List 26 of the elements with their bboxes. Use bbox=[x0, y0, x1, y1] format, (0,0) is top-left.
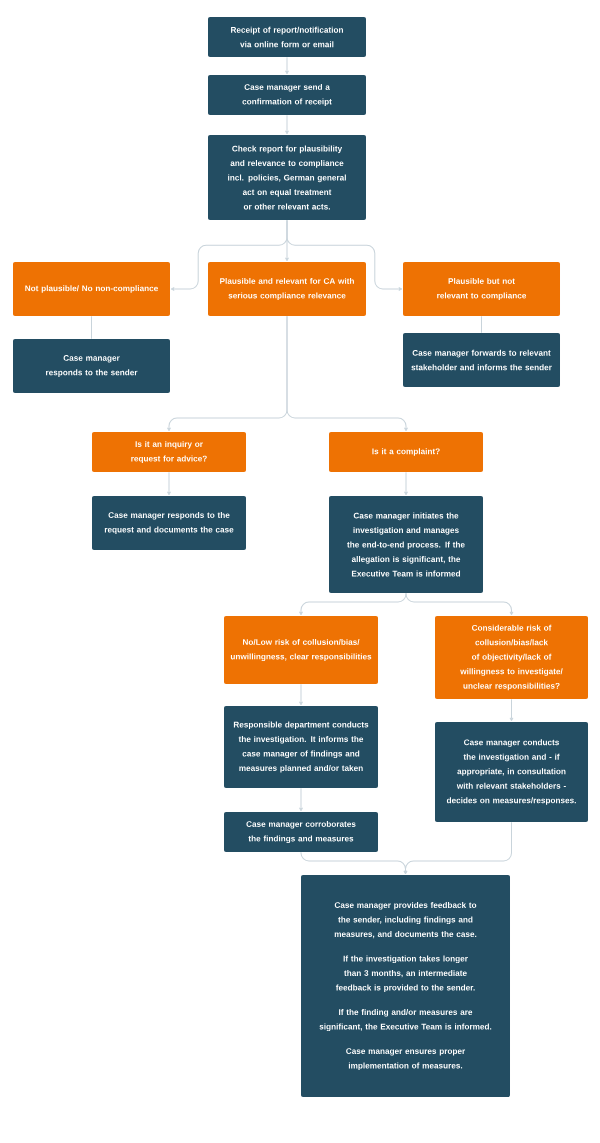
arrow bbox=[509, 698, 514, 722]
connector-line bbox=[481, 315, 482, 334]
decision-box: Is it a complaint? bbox=[329, 432, 483, 472]
process-box: Case manager conducts the investigation and - if appropriate, in consultation with relevant stakeholders - decides on measures/responses. bbox=[435, 722, 588, 822]
decision-box: Is it an inquiry or request for advice? bbox=[92, 432, 246, 472]
decision-box: Considerable risk of collusion/bias/lack of objectivity/lack of willingness to investigate/ unclear responsibilities? bbox=[435, 616, 588, 699]
decision-box: Plausible and relevant for CA with serious compliance relevance bbox=[208, 262, 366, 316]
decision-box: Plausible but not relevant to compliance bbox=[403, 262, 560, 316]
process-box: Case manager provides feedback to the sender, including findings and measures, and documents the case. If the investigation takes longer than 3 months, an intermediate feedback is provided to the sender. If the finding and/or measures are significant, the Executive Team is informed. Case manager ensures proper implementation of measures. bbox=[301, 875, 510, 1097]
process-box: Case manager send a confirmation of receipt bbox=[208, 75, 366, 115]
connector-line bbox=[91, 315, 92, 340]
arrow bbox=[286, 315, 408, 432]
process-box: Case manager forwards to relevant stakeholder and informs the sender bbox=[403, 333, 560, 387]
process-box: Case manager responds to the sender bbox=[13, 339, 170, 393]
decision-box: No/Low risk of collusion/bias/ unwillingness, clear responsibilities bbox=[224, 616, 378, 684]
arrow bbox=[403, 821, 512, 875]
arrow bbox=[286, 219, 403, 291]
process-box: Case manager responds to the request and documents the case bbox=[92, 496, 246, 550]
process-box: Receipt of report/notification via online form or email bbox=[208, 17, 366, 57]
process-box: Check report for plausibility and relevance to compliance incl. policies, German general act on equal treatment or other relevant acts. bbox=[208, 135, 366, 220]
process-box: Responsible department conducts the investigation. It informs the case manager of findings and measures planned and/or taken bbox=[224, 706, 378, 788]
arrow bbox=[405, 592, 514, 616]
decision-box: Not plausible/ No non-compliance bbox=[13, 262, 170, 316]
arrow bbox=[299, 592, 407, 616]
process-box: Case manager initiates the investigation and manages the end-to-end process. If the allegation is significant, the Executive Team is informed bbox=[329, 496, 483, 593]
process-box: Case manager corroborates the findings and measures bbox=[224, 812, 378, 852]
